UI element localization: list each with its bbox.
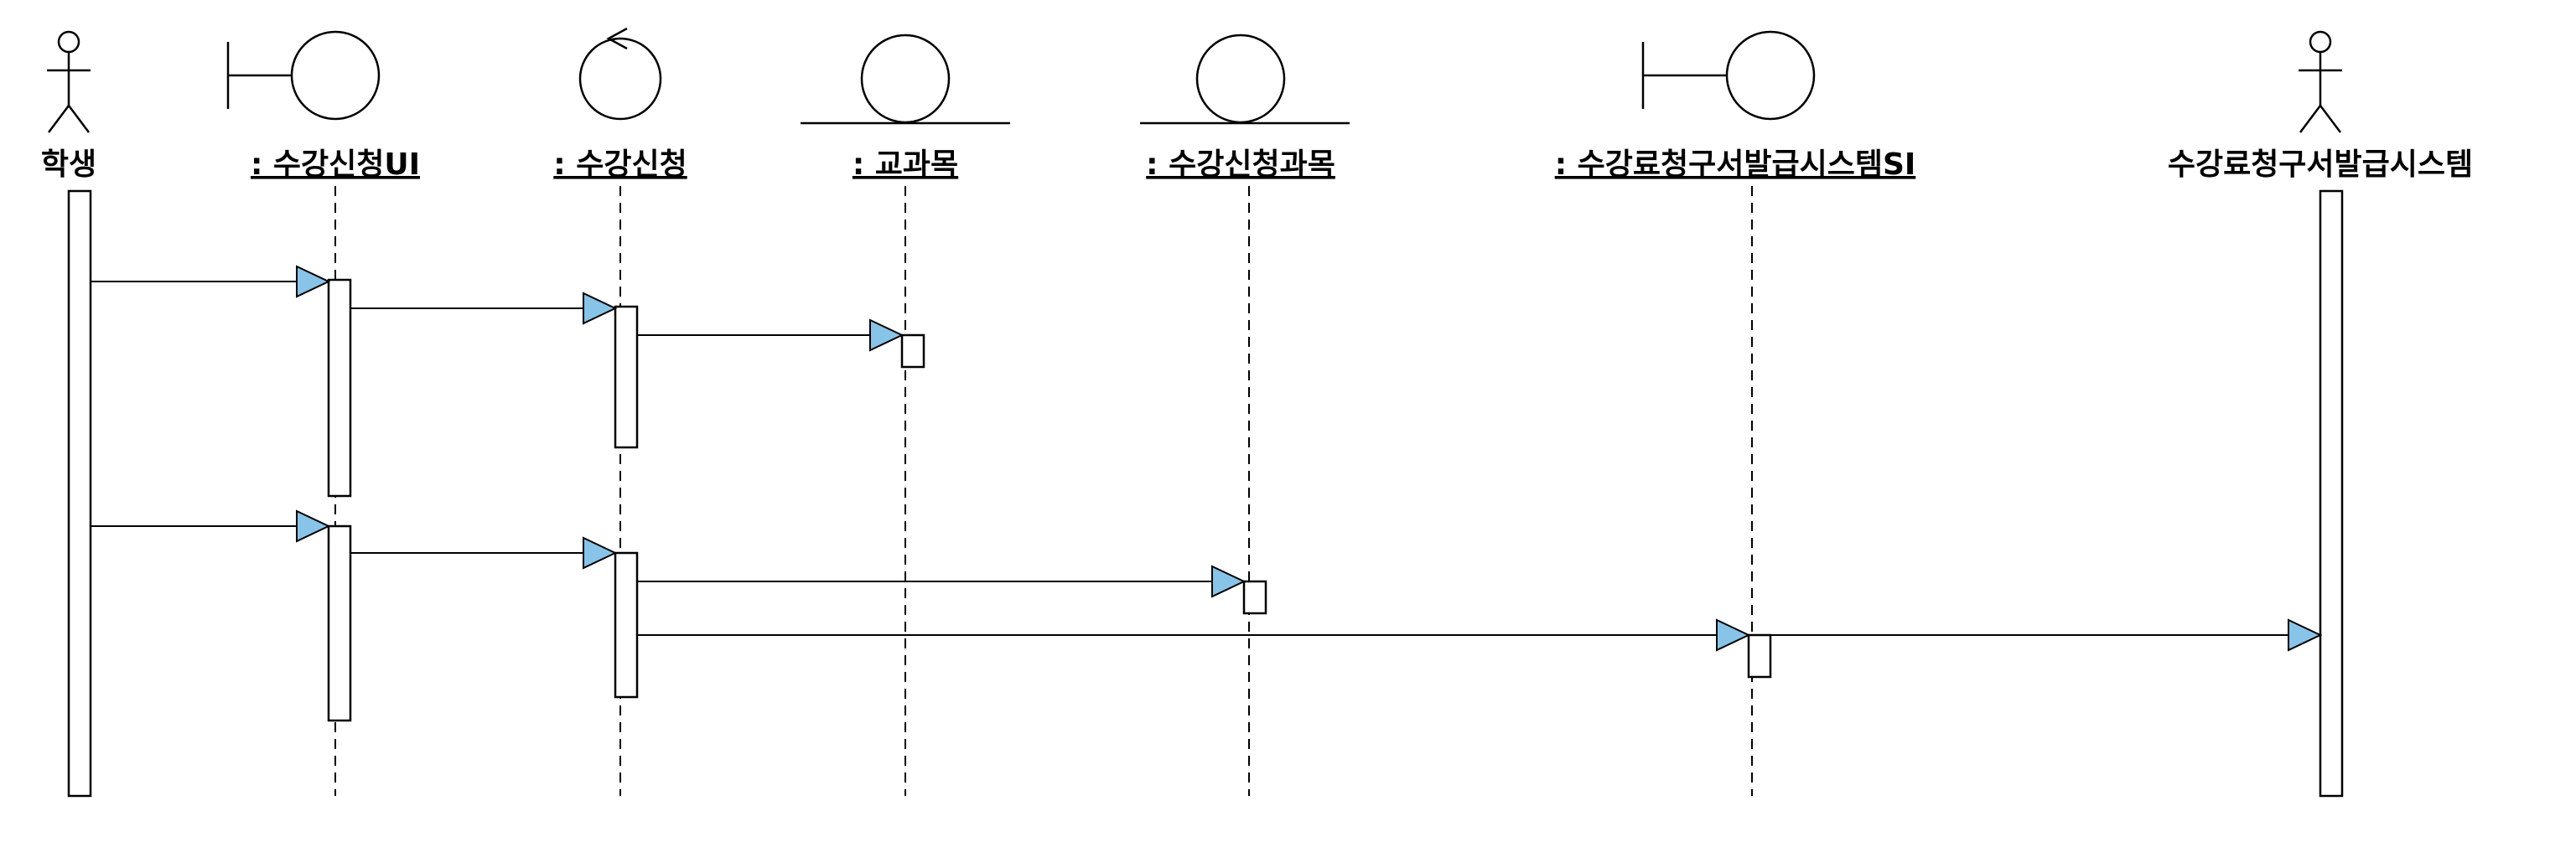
activation-reg-course — [1242, 580, 1267, 615]
lifeline-label-bill-si: : 수강료청구서발급시스템SI — [1555, 147, 1916, 182]
message-arrowhead — [1211, 565, 1247, 598]
message-arrowhead — [869, 318, 904, 352]
message-arrowhead — [583, 292, 618, 325]
message-arrowhead — [583, 536, 618, 570]
activation-reg-ctrl-2 — [614, 551, 639, 699]
lifeline-label-reg-course: : 수강신청과목 — [1146, 147, 1335, 182]
activation-reg-ui-1 — [327, 278, 352, 498]
activation-student — [67, 189, 92, 798]
boundary-icon-reg-ui — [226, 30, 381, 121]
activation-reg-ctrl-1 — [614, 305, 639, 449]
message-arrowhead — [2288, 618, 2323, 652]
lifeline-label-course: : 교과목 — [853, 147, 958, 182]
activation-bill-si — [1747, 633, 1772, 679]
actor-icon-billing-system — [2299, 30, 2342, 133]
lifeline-label-student: 학생 — [41, 147, 96, 182]
lifeline-label-billing-system: 수강료청구서발급시스템 — [2168, 147, 2473, 182]
activation-course — [900, 333, 925, 369]
activation-reg-ui-2 — [327, 524, 352, 722]
entity-icon-reg-course — [1140, 34, 1350, 125]
entity-icon-course — [801, 34, 1010, 125]
message-arrowhead — [296, 509, 331, 543]
activation-billing-system — [2319, 189, 2344, 798]
boundary-icon-bill-si — [1641, 30, 1816, 121]
message-arrowhead — [1716, 618, 1751, 652]
control-icon-reg-ctrl — [578, 27, 662, 121]
lifeline-label-reg-ctrl: : 수강신청 — [553, 147, 687, 182]
actor-icon-student — [47, 30, 91, 133]
lifeline-label-reg-ui: : 수강신청UI — [251, 147, 420, 182]
message-arrowhead — [296, 265, 331, 298]
